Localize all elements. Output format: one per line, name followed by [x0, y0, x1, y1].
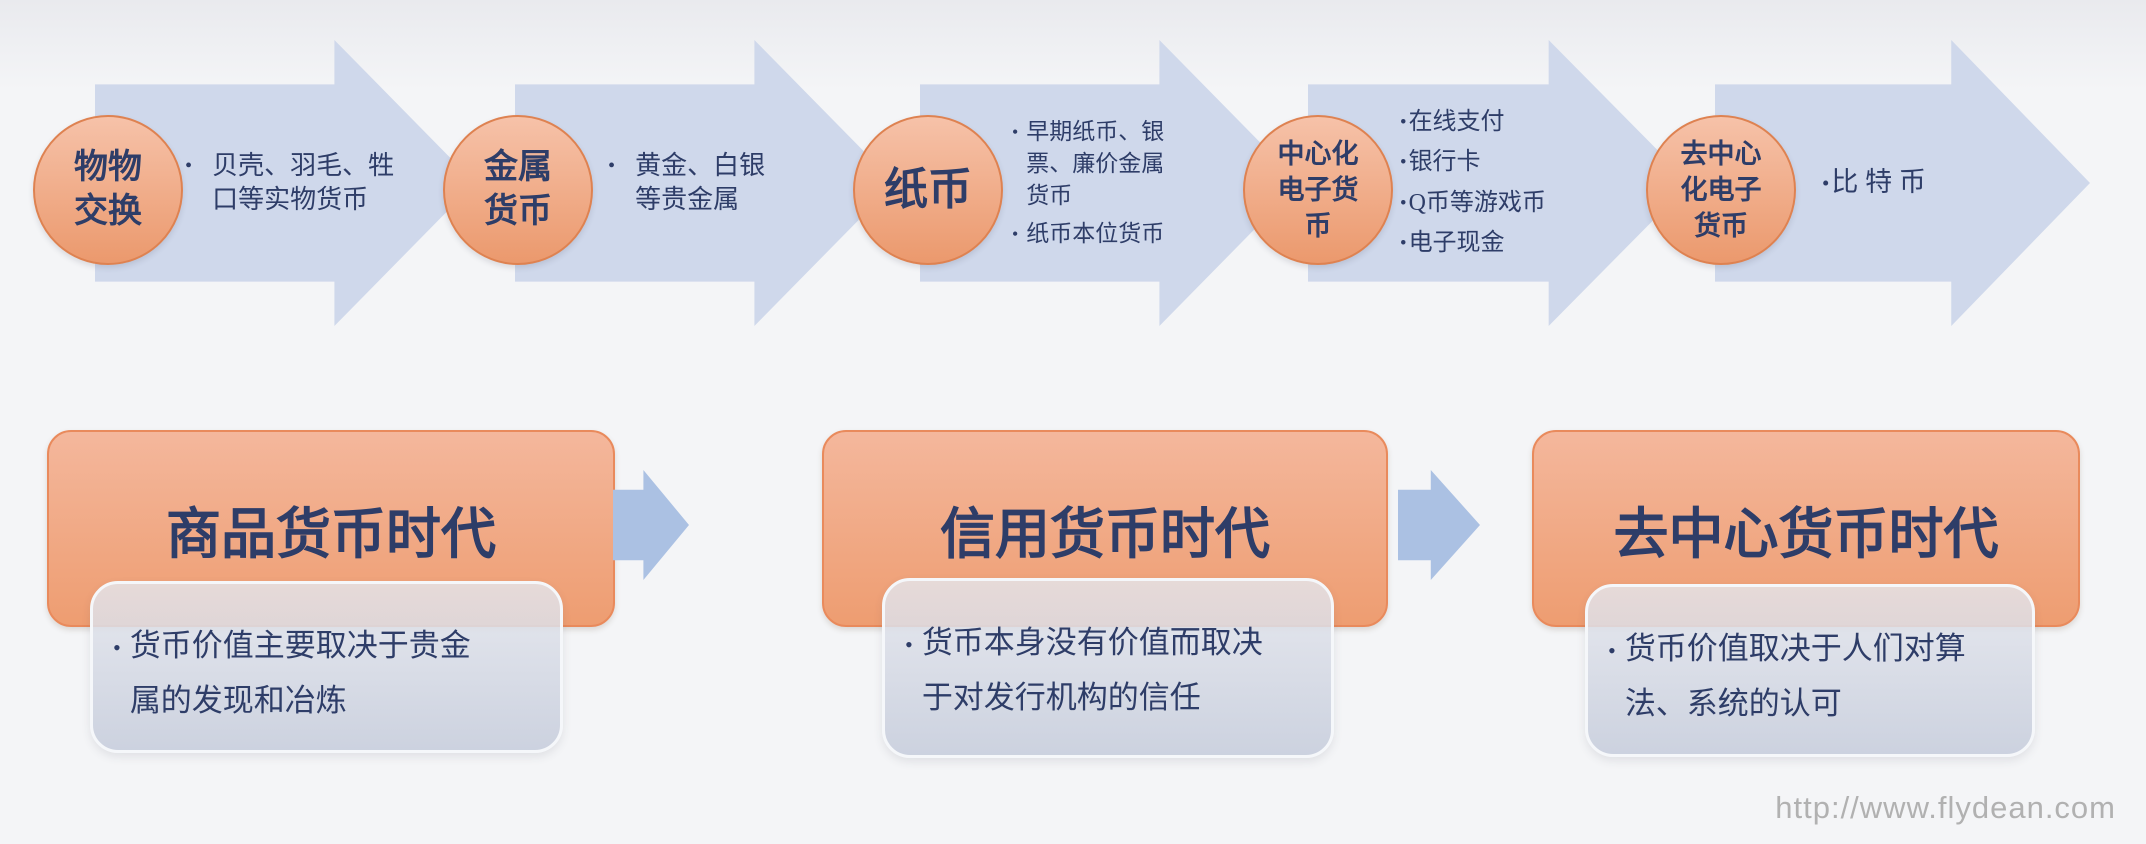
bullet-item: •Q币等游戏币 — [1400, 188, 1595, 219]
era-connector-arrow-1 — [613, 470, 689, 580]
era-title-decentralized: 去中心货币时代 — [1613, 489, 1998, 569]
stage-bullets-paper-money: • 早期纸币、银票、廉价金属货币 • 纸币本位货币 — [1012, 40, 1192, 326]
stage-circle-label-line: 化电子 — [1681, 172, 1762, 208]
stage-circle-label-line: 交换 — [74, 190, 142, 234]
bullet-item: • 早期纸币、银票、廉价金属货币 — [1012, 116, 1192, 211]
bullet-dot-icon: • — [608, 153, 615, 180]
bullet-dot-icon: • — [1608, 631, 1616, 754]
bullet-item: • 黄金、白银等贵金属 — [608, 149, 823, 218]
stage-bullets-barter: • 贝壳、羽毛、牲口等实物货币 — [185, 40, 420, 326]
stage-circle-label-line: 币 — [1305, 208, 1332, 244]
bullet-dot-icon: • — [1012, 120, 1018, 145]
stage-circle-label-line: 金属 — [484, 146, 552, 190]
era-desc-text: 货币价值取决于人们对算法、系统的认可 — [1625, 621, 1977, 754]
era-desc-box-commodity: •货币价值主要取决于贵金属的发现和冶炼 — [90, 581, 563, 753]
bullet-dot-icon: • — [113, 628, 121, 750]
stage-circle-label-line: 货币 — [484, 190, 552, 234]
era-title-credit: 信用货币时代 — [940, 489, 1270, 569]
watermark-url: http://www.flydean.com — [1775, 790, 2116, 826]
era-desc-box-decentralized: •货币价值取决于人们对算法、系统的认可 — [1585, 584, 2035, 757]
stage-circle-metal-money: 金属货币 — [443, 115, 593, 265]
bullet-dot-icon: • — [1400, 232, 1407, 256]
bullet-item: •电子现金 — [1400, 228, 1595, 259]
bullet-dot-icon: • — [1012, 222, 1018, 247]
stage-bullets-metal-money: • 黄金、白银等贵金属 — [608, 40, 823, 326]
stage-circle-label-line: 去中心 — [1681, 136, 1762, 172]
stage-circle-paper-money: 纸币 — [853, 115, 1003, 265]
era-desc-box-credit: •货币本身没有价值而取决于对发行机构的信任 — [882, 578, 1334, 758]
era-title-commodity: 商品货币时代 — [166, 489, 496, 569]
bullet-item: • 贝壳、羽毛、牲口等实物货币 — [185, 149, 420, 218]
bullet-text: 纸币本位货币 — [1026, 218, 1168, 250]
bullet-text: Q币等游戏币 — [1409, 188, 1577, 219]
stage-circle-label-line: 货币 — [1694, 208, 1748, 244]
bullet-dot-icon: • — [185, 153, 192, 180]
bullet-item: • 纸币本位货币 — [1012, 218, 1192, 250]
bullet-dot-icon: • — [1400, 111, 1407, 135]
stage-circle-centralized-emoney: 中心化电子货币 — [1243, 115, 1393, 265]
bullet-text: 在线支付 — [1409, 107, 1577, 138]
bullet-dot-icon: • — [905, 625, 913, 755]
era-connector-arrow-2 — [1398, 470, 1480, 580]
bullet-item: •比 特 币 — [1822, 165, 2017, 200]
stage-circle-decentralized-emoney: 去中心化电子货币 — [1646, 115, 1796, 265]
bullet-text: 早期纸币、银票、廉价金属货币 — [1026, 116, 1168, 211]
bullet-dot-icon: • — [1822, 170, 1829, 197]
bullet-dot-icon: • — [1400, 151, 1407, 175]
bullet-item: •银行卡 — [1400, 147, 1595, 178]
bullet-text: 银行卡 — [1409, 147, 1577, 178]
stage-bullets-decentralized-emoney: •比 特 币 — [1822, 40, 2017, 326]
stage-bullets-centralized-emoney: •在线支付•银行卡•Q币等游戏币•电子现金 — [1400, 40, 1595, 326]
bullet-text: 电子现金 — [1409, 228, 1577, 259]
stage-circle-label-line: 电子货 — [1278, 172, 1359, 208]
bullet-text: 贝壳、羽毛、牲口等实物货币 — [212, 149, 398, 218]
era-desc-text: 货币价值主要取决于贵金属的发现和冶炼 — [130, 618, 486, 750]
bullet-item: •在线支付 — [1400, 107, 1595, 138]
bullet-text: 比 特 币 — [1831, 165, 1991, 200]
bullet-text: 黄金、白银等贵金属 — [635, 149, 771, 218]
stage-circle-label-line: 中心化 — [1278, 136, 1359, 172]
stage-circle-label-line: 物物 — [74, 146, 142, 190]
stage-circle-barter: 物物交换 — [33, 115, 183, 265]
era-desc-text: 货币本身没有价值而取决于对发行机构的信任 — [922, 615, 1274, 755]
bullet-dot-icon: • — [1400, 192, 1407, 216]
stage-circle-label-line: 纸币 — [884, 164, 972, 217]
